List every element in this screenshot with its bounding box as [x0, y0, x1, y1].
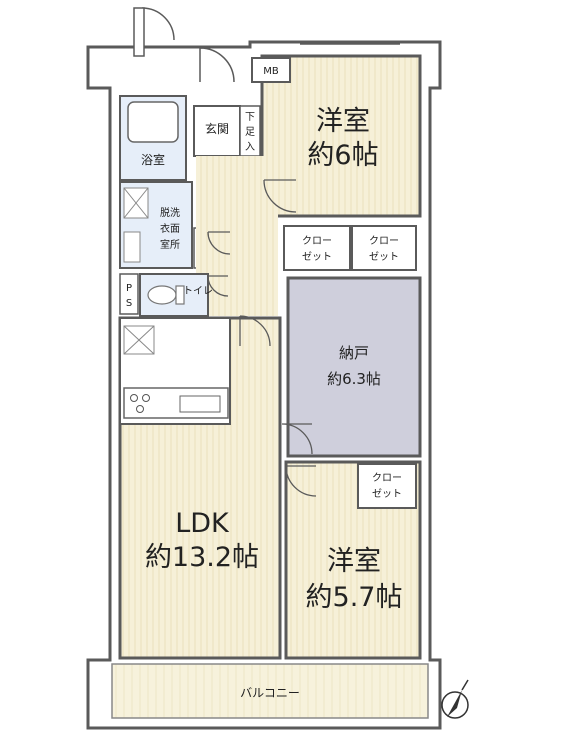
balcony-area: バルコニー [111, 663, 429, 719]
closet-c-1: クロー [372, 472, 402, 484]
ldk-room: LDK 約13.2帖 [118, 316, 282, 660]
ldk-size: 約13.2帖 [145, 542, 259, 573]
toilet-label: トイレ [183, 286, 213, 297]
closet-b-1: クロー [369, 235, 399, 247]
closet-a-1: クロー [302, 235, 332, 247]
closet-c-2: ゼット [372, 488, 402, 500]
stove-icon [130, 394, 138, 402]
western-room-bottom-size: 約5.7帖 [306, 582, 403, 613]
closet-a-2: ゼット [302, 251, 332, 263]
western-room-top-size: 約6帖 [307, 140, 378, 171]
washroom: 脱洗 衣面 室所 [119, 181, 193, 269]
washroom-1: 脱洗 [160, 206, 180, 219]
bathtub-icon [127, 101, 179, 143]
entrance-label: 玄関 [205, 121, 229, 136]
sink-icon [123, 231, 141, 263]
toilet: トイレ [139, 273, 213, 317]
pipe-space-1: P [126, 283, 132, 294]
washroom-2: 衣面 [160, 222, 180, 235]
western-room-top: 洋室 約6帖 [260, 54, 422, 218]
pipe-space: P S [119, 273, 139, 315]
washroom-3: 室所 [160, 238, 180, 251]
meter-box: MB [251, 57, 291, 83]
shoe-box-2: 足 [245, 126, 255, 138]
ldk-name: LDK [175, 508, 230, 539]
kitchen-sink-icon [179, 395, 221, 413]
western-room-bottom-name: 洋室 [327, 546, 381, 577]
front-door-icon [133, 7, 235, 83]
interior-doors [207, 179, 317, 497]
balcony-label: バルコニー [240, 686, 300, 700]
western-room-top-name: 洋室 [316, 106, 370, 137]
shoe-box-3: 入 [245, 142, 255, 153]
closet-c: クロー ゼット [357, 463, 417, 509]
meter-box-label: MB [263, 66, 279, 77]
toilet-icon [147, 285, 177, 305]
storage-room-name: 納戸 [339, 344, 369, 362]
bathroom-label: 浴室 [141, 152, 165, 167]
windows [140, 43, 410, 659]
closet-a: クロー ゼット [283, 225, 351, 271]
storage-room-size: 約6.3帖 [327, 370, 381, 388]
bathroom: 浴室 [119, 95, 187, 181]
entrance: 玄関 下 足 入 [193, 105, 261, 157]
north-arrow-icon [441, 679, 469, 719]
closet-b: クロー ゼット [351, 225, 417, 271]
shoe-box-1: 下 [245, 112, 255, 123]
storage-room: 納戸 約6.3帖 [286, 276, 422, 458]
closet-b-2: ゼット [369, 251, 399, 263]
pipe-space-2: S [126, 298, 132, 309]
